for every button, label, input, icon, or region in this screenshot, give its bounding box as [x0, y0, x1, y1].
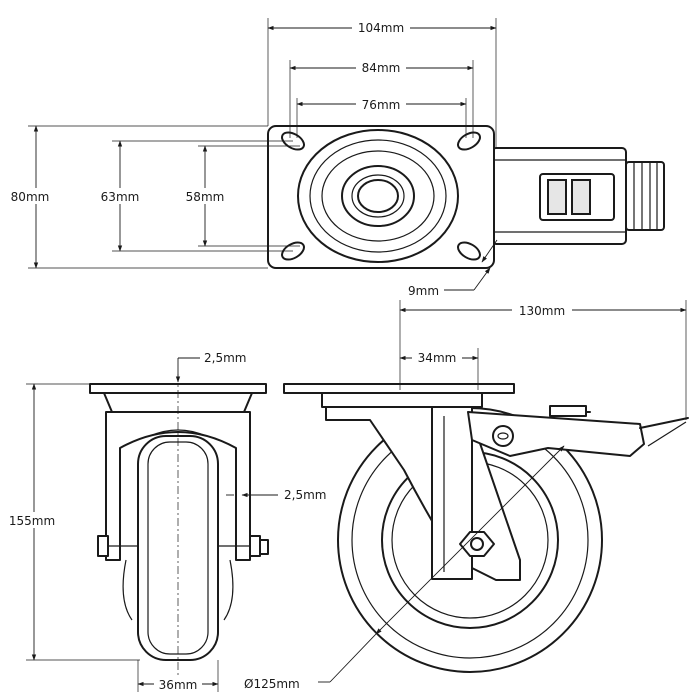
dim-bolt-hole: 9mm — [408, 284, 439, 298]
dim-offset: 34mm — [418, 351, 457, 365]
bolt-holes — [281, 131, 481, 261]
dim-fork-thickness: 2,5mm — [284, 488, 326, 502]
swivel-bearing — [297, 129, 459, 263]
dim-top-bolt-span-inner: 76mm — [362, 98, 401, 112]
dim-top-overall-width: 104mm — [358, 21, 404, 35]
dim-wheel-width: 36mm — [159, 678, 198, 692]
dim-top-bolt-span-outer: 84mm — [362, 61, 401, 75]
dim-overall-height: 155mm — [9, 514, 55, 528]
side-top-plate — [283, 383, 515, 394]
dim-plate-thickness: 2,5mm — [204, 351, 246, 365]
top-view: 104mm 84mm 76mm 80mm 63mm 58mm — [4, 18, 665, 298]
dim-bolt-height-inner: 58mm — [186, 190, 225, 204]
side-view: 130mm 34mm Ø125mm — [244, 300, 689, 691]
dim-bolt-height-outer: 63mm — [101, 190, 140, 204]
brake-housing — [491, 147, 665, 245]
dim-plate-height: 80mm — [11, 190, 50, 204]
front-view: 2,5mm 2,5mm 155mm 36mm — [2, 351, 326, 692]
dim-overall-length: 130mm — [519, 304, 565, 318]
dim-wheel-diameter: Ø125mm — [244, 677, 300, 691]
front-fork — [105, 411, 251, 561]
front-wheel — [137, 435, 219, 661]
